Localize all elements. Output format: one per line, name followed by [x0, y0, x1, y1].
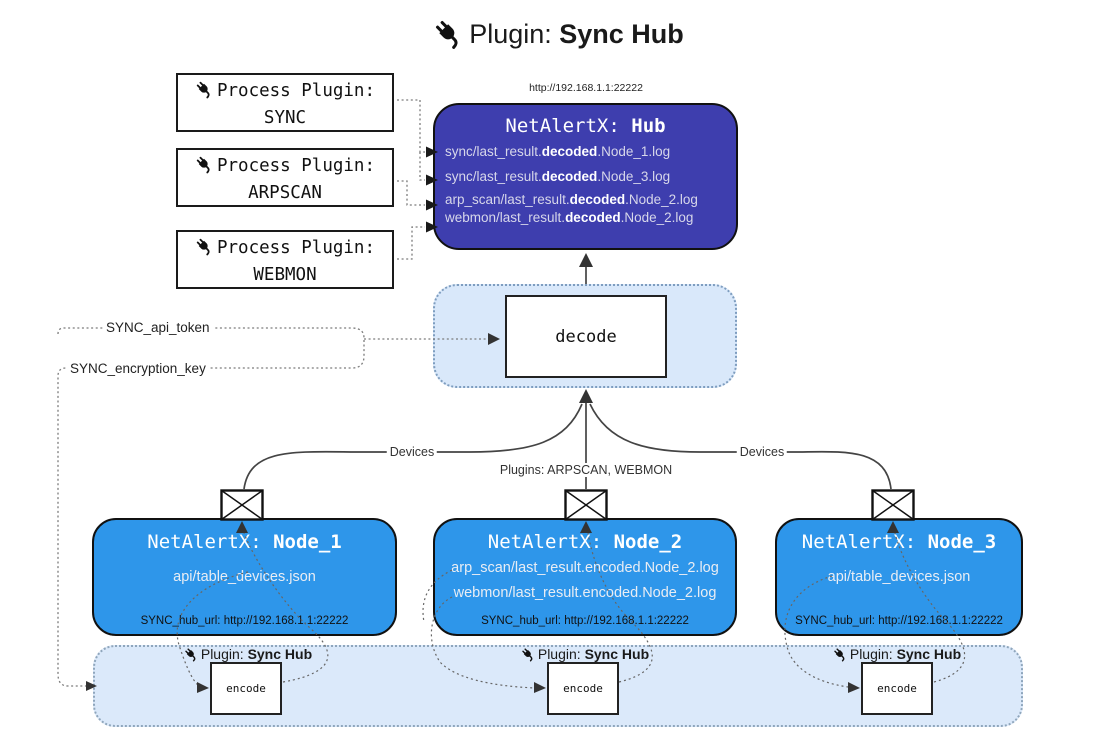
process-plugin-name: WEBMON	[253, 265, 317, 285]
process-plugin-name: ARPSCAN	[248, 183, 322, 203]
hub-log-line: sync/last_result.decoded.Node_1.log	[445, 144, 671, 159]
plug-icon	[832, 646, 848, 662]
envelope-icon	[564, 489, 608, 521]
plug-icon	[520, 646, 536, 662]
node-2-box: NetAlertX: Node_2 arp_scan/last_result.e…	[433, 518, 737, 636]
node-hub-url: SYNC_hub_url: http://192.168.1.1:22222	[795, 615, 1003, 627]
sync-encryption-key-label: SYNC_encryption_key	[67, 361, 209, 376]
process-plugin-label: Process Plugin:	[178, 235, 392, 262]
page-title: Plugin: Sync Hub	[0, 17, 1117, 50]
node-file-line: api/table_devices.json	[827, 569, 971, 585]
encode-box: encode	[861, 662, 933, 715]
plug-icon	[183, 646, 199, 662]
process-plugin-label: Process Plugin:	[178, 78, 392, 105]
node-title: NetAlertX: Node_3	[801, 531, 997, 553]
node-file-line: webmon/last_result.encoded.Node_2.log	[453, 585, 717, 601]
plug-icon	[194, 154, 214, 174]
envelope-icon	[220, 489, 264, 521]
hub-url-label: http://192.168.1.1:22222	[529, 82, 643, 94]
node-3-box: NetAlertX: Node_3 api/table_devices.json…	[775, 518, 1023, 636]
hub-log-line: arp_scan/last_result.decoded.Node_2.log	[445, 192, 698, 207]
envelope-icon	[871, 489, 915, 521]
encode-box: encode	[210, 662, 282, 715]
node-1-box: NetAlertX: Node_1 api/table_devices.json…	[92, 518, 397, 636]
encode-box: encode	[547, 662, 619, 715]
process-plugin-sync-box: Process Plugin: SYNC	[176, 73, 394, 132]
node-file-line: api/table_devices.json	[173, 569, 316, 585]
node-title: NetAlertX: Node_1	[147, 531, 342, 553]
encode-plugin-label: Plugin: Sync Hub	[832, 646, 961, 662]
title-bold: Sync Hub	[559, 19, 684, 49]
process-plugin-webmon-box: Process Plugin: WEBMON	[176, 230, 394, 289]
devices-left-label: Devices	[386, 445, 438, 459]
sync-api-token-label: SYNC_api_token	[103, 320, 213, 335]
plug-icon	[433, 17, 465, 50]
node-hub-url: SYNC_hub_url: http://192.168.1.1:22222	[481, 615, 689, 627]
node-title: NetAlertX: Node_2	[487, 531, 683, 553]
encode-plugin-label: Plugin: Sync Hub	[520, 646, 649, 662]
node-hub-url: SYNC_hub_url: http://192.168.1.1:22222	[140, 615, 349, 627]
node-file-line: arp_scan/last_result.encoded.Node_2.log	[451, 560, 719, 576]
plug-icon	[194, 79, 214, 99]
devices-right-label: Devices	[736, 445, 788, 459]
plug-icon	[194, 236, 214, 256]
hub-box: NetAlertX: Hub sync/last_result.decoded.…	[433, 103, 738, 250]
decode-box: decode	[505, 295, 667, 378]
hub-log-line: sync/last_result.decoded.Node_3.log	[445, 169, 671, 184]
plugins-center-label: Plugins: ARPSCAN, WEBMON	[496, 463, 676, 477]
process-plugin-arpscan-box: Process Plugin: ARPSCAN	[176, 148, 394, 207]
process-plugin-name: SYNC	[263, 108, 307, 128]
process-plugin-label: Process Plugin:	[178, 153, 392, 180]
hub-title: NetAlertX: Hub	[505, 115, 666, 137]
hub-log-line: webmon/last_result.decoded.Node_2.log	[445, 210, 694, 225]
title-prefix: Plugin:	[469, 19, 560, 49]
encode-plugin-label: Plugin: Sync Hub	[183, 646, 312, 662]
